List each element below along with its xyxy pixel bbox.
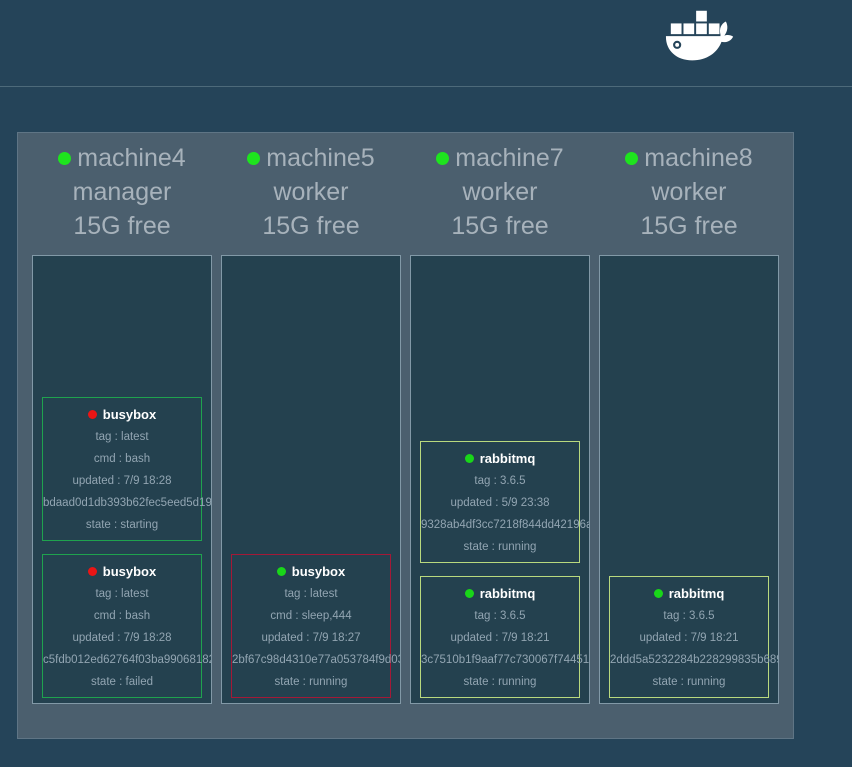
container-name: rabbitmq [479,451,536,466]
container-tag: tag : 3.6.5 [663,610,715,622]
container-name: busybox [102,564,157,579]
container-state: state : running [652,676,726,688]
node-free-space: 15G free [640,212,738,240]
container-updated: updated : 7/9 18:27 [261,632,361,644]
container-hash: 9328ab4df3cc7218f844dd42196aab7 [421,519,589,531]
node-column-machine5: machine5 worker 15G free busybox tag : l… [221,141,401,738]
container-status-dot [276,567,286,576]
container-card: rabbitmq tag : 3.6.5 updated : 7/9 18:21… [609,576,778,698]
container-tag: tag : latest [95,431,149,443]
container-status-dot [87,410,97,419]
container-updated: updated : 7/9 18:28 [72,475,172,487]
container-status-dot [464,589,474,598]
node-header: machine5 worker 15G free [221,141,401,243]
container-tag: tag : 3.6.5 [474,610,526,622]
container-updated: updated : 7/9 18:28 [72,632,172,644]
node-name: machine7 [455,144,564,172]
node-name: machine8 [644,144,753,172]
node-name: machine4 [77,144,186,172]
container-card: rabbitmq tag : 3.6.5 updated : 7/9 18:21… [420,576,590,698]
container-state: state : running [463,676,537,688]
node-status-dot [247,152,261,165]
container-cmd: cmd : sleep,444 [270,610,352,622]
node-container: busybox tag : latest cmd : bash updated … [32,255,212,704]
container-hash: c5fdb012ed62764f03ba99068182430 [43,654,211,666]
cluster-panel: machine4 manager 15G free busybox tag : … [17,132,794,739]
node-role: worker [273,178,349,206]
container-hash: 2ddd5a5232284b228299835b6899ba [610,654,778,666]
node-free-space: 15G free [73,212,171,240]
container-tag: tag : latest [284,588,338,600]
node-header: machine4 manager 15G free [32,141,212,243]
docker-whale-icon [665,10,734,61]
node-container: rabbitmq tag : 3.6.5 updated : 5/9 23:38… [410,255,590,704]
container-name: busybox [102,407,157,422]
container-card: busybox tag : latest cmd : sleep,444 upd… [231,554,400,698]
node-container: rabbitmq tag : 3.6.5 updated : 7/9 18:21… [599,255,779,704]
node-free-space: 15G free [451,212,549,240]
node-column-machine8: machine8 worker 15G free rabbitmq tag : … [599,141,779,738]
container-state: state : running [463,541,537,553]
container-name: rabbitmq [479,586,536,601]
container-card: rabbitmq tag : 3.6.5 updated : 5/9 23:38… [420,441,589,563]
container-updated: updated : 7/9 18:21 [639,632,739,644]
node-role: worker [651,178,727,206]
node-header: machine7 worker 15G free [410,141,590,243]
node-status-dot [58,152,72,165]
container-status-dot [653,589,663,598]
container-hash: bdaad0d1db393b62fec5eed5d19a66 [43,497,212,509]
container-cmd: cmd : bash [93,453,151,465]
node-role: worker [462,178,538,206]
container-state: state : running [274,676,348,688]
container-status-dot [464,454,474,463]
container-state: state : failed [90,676,153,688]
node-container: busybox tag : latest cmd : sleep,444 upd… [221,255,401,704]
container-updated: updated : 5/9 23:38 [450,497,550,509]
container-name: busybox [291,564,346,579]
container-card: busybox tag : latest cmd : bash updated … [42,554,211,698]
container-status-dot [87,567,97,576]
container-state: state : starting [85,519,159,531]
container-tag: tag : 3.6.5 [474,475,526,487]
node-column-machine4: machine4 manager 15G free busybox tag : … [32,141,212,738]
node-column-machine7: machine7 worker 15G free rabbitmq tag : … [410,141,590,738]
node-header: machine8 worker 15G free [599,141,779,243]
container-name: rabbitmq [668,586,725,601]
container-updated: updated : 7/9 18:21 [450,632,550,644]
node-status-dot [625,152,639,165]
node-name: machine5 [266,144,375,172]
node-free-space: 15G free [262,212,360,240]
app-header [0,0,852,87]
node-role: manager [72,178,172,206]
container-tag: tag : latest [95,588,149,600]
container-hash: 2bf67c98d4310e77a053784f9d03a04 [232,654,400,666]
container-hash: 3c7510b1f9aaf77c730067f74451e051 [421,654,590,666]
node-status-dot [436,152,450,165]
container-card: busybox tag : latest cmd : bash updated … [42,397,212,541]
container-cmd: cmd : bash [93,610,151,622]
